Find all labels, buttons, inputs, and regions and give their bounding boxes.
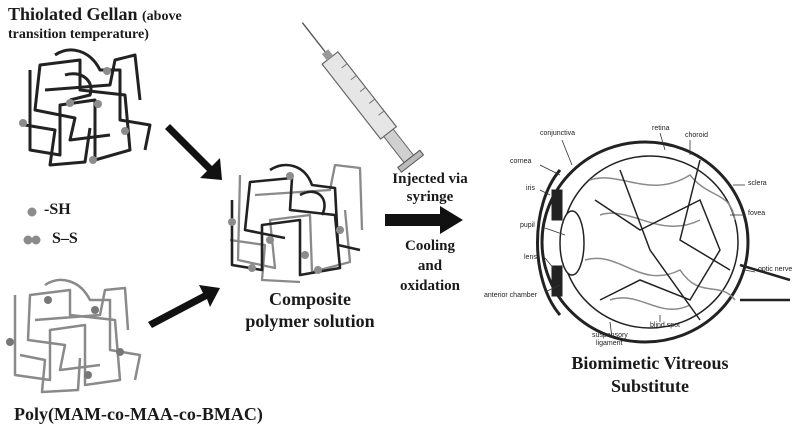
label-fovea: fovea [748,210,766,217]
label-choroid: choroid [685,132,708,139]
gellan-title-paren: (above [142,9,182,24]
eye-title: Biomimetic Vitreous Substitute [530,352,770,398]
arrows [148,124,463,328]
label-ligament: ligament [596,340,623,347]
iris-bottom [551,265,563,297]
eye-title-line1: Biomimetic Vitreous [571,353,729,373]
label-lens: lens [524,254,537,261]
arrow-composite-to-eye [385,206,463,234]
arrow-label-top: Injected via syringe [385,170,475,206]
arrow-gellan-to-composite [165,124,222,180]
lens [559,210,585,276]
poly-title: Poly(MAM-co-MAA-co-BMAC) [14,404,263,424]
eye-title-line2: Substitute [610,376,690,396]
eye-diagram [536,132,791,344]
label-conjunctiva: conjunctiva [540,130,576,137]
label-retina: retina [652,125,670,132]
eyeball-outer [540,140,750,344]
arrow-poly-to-composite [148,285,220,328]
eyeball-inner [561,155,739,329]
label-optic-nerve: optic nerve [758,266,793,273]
legend-ss-label: S–S [52,230,78,247]
poly-network [13,278,142,394]
arrow-label-bottom: Cooling and oxidation [385,236,475,296]
composite-network [228,163,364,284]
thiolated-gellan-title: Thiolated Gellan (above [8,4,182,25]
thiol-groups-poly [6,296,124,379]
arrow-label-line5: oxidation [399,278,460,294]
label-suspensory: suspensory [592,332,628,339]
label-pupil: pupil [520,222,535,229]
label-blind-spot: blind spot [650,322,680,329]
thiol-groups-gellan [19,67,129,164]
arrow-label-line1: Injected via [392,171,468,187]
legend-symbols [23,207,41,245]
composite-title-line1: Composite [269,289,351,309]
ss-symbol [23,235,41,245]
cornea [536,169,562,316]
arrow-label-line3: Cooling [404,238,455,254]
label-anterior-chamber: anterior chamber [484,292,537,299]
label-iris: iris [526,185,535,192]
composite-title-line2: polymer solution [245,311,375,331]
gellan-title-paren-2: transition temperature) [8,27,149,42]
arrow-label-line4: and [417,258,443,274]
optic-nerve [739,263,791,302]
thiolated-gellan-network [24,48,152,167]
gellan-title-main: Thiolated Gellan [8,4,138,24]
sh-symbol [27,207,37,217]
arrow-label-line2: syringe [406,189,454,205]
legend-sh-label: -SH [44,201,71,218]
composite-title: Composite polymer solution [220,288,400,332]
label-sclera: sclera [748,180,767,187]
syringe-icon [301,22,425,173]
label-cornea: cornea [510,158,532,165]
iris-top [551,189,563,221]
